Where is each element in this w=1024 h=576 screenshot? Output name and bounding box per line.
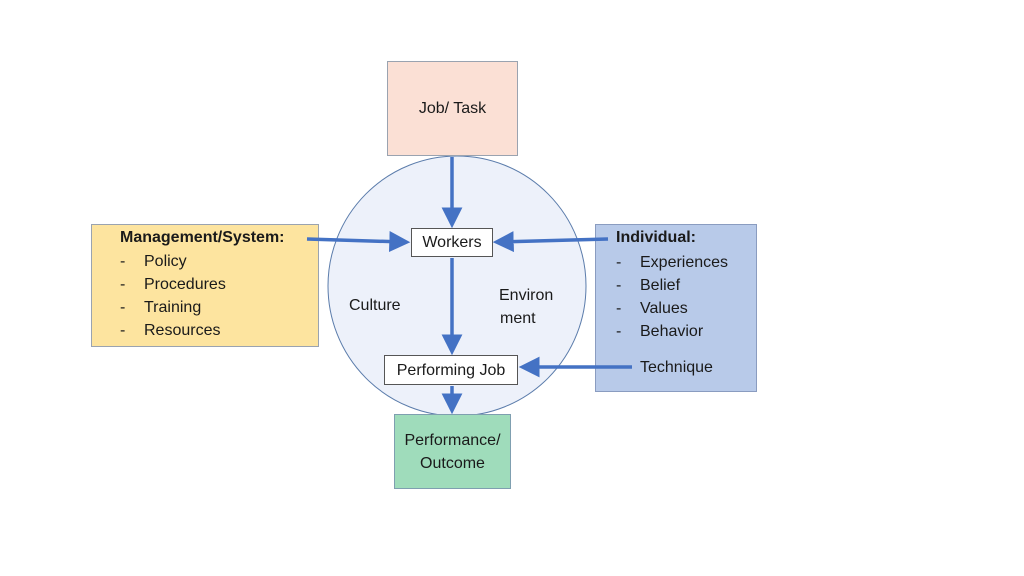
- management-item-procedures: Procedures: [120, 273, 226, 296]
- environment-label-line2: ment: [500, 310, 536, 327]
- workers-box: Workers: [411, 228, 493, 257]
- individual-item-technique-row: -Technique: [616, 359, 713, 376]
- individual-list: Experiences Belief Values Behavior: [616, 251, 728, 343]
- outcome-label-line1: Performance/: [404, 431, 501, 449]
- management-list: Policy Procedures Training Resources: [120, 250, 226, 342]
- performance-outcome-box: Performance/ Outcome: [394, 414, 511, 489]
- workers-label: Workers: [422, 234, 482, 251]
- management-system-box: Management/System: Policy Procedures Tra…: [91, 224, 319, 347]
- individual-item-experiences: Experiences: [616, 251, 728, 274]
- environment-label: Environ ment: [499, 284, 569, 330]
- management-item-training: Training: [120, 296, 226, 319]
- individual-item-behavior: Behavior: [616, 320, 728, 343]
- performing-job-label: Performing Job: [396, 361, 506, 379]
- outcome-label-line2: Outcome: [420, 454, 485, 472]
- management-item-resources: Resources: [120, 319, 226, 342]
- individual-title: Individual:: [616, 229, 696, 246]
- management-title: Management/System:: [120, 229, 285, 246]
- individual-item-values: Values: [616, 297, 728, 320]
- job-task-box: Job/ Task: [387, 61, 518, 156]
- job-task-label: Job/ Task: [418, 100, 487, 117]
- individual-item-technique: Technique: [640, 359, 713, 376]
- culture-label: Culture: [349, 297, 401, 314]
- individual-box: Individual: Experiences Belief Values Be…: [595, 224, 757, 392]
- individual-item-belief: Belief: [616, 274, 728, 297]
- performing-job-box: Performing Job: [384, 355, 518, 385]
- management-item-policy: Policy: [120, 250, 226, 273]
- environment-label-line1: Environ: [499, 287, 554, 304]
